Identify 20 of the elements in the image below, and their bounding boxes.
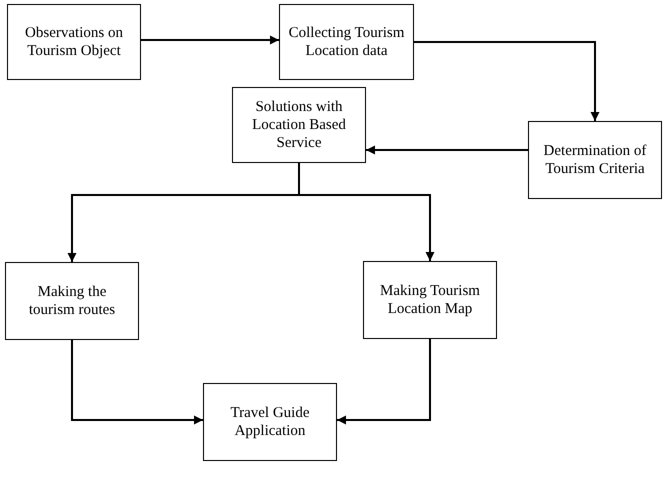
- arrow: [337, 339, 431, 424]
- process-box: [232, 87, 366, 163]
- node-label: Solutions with Location Based Service: [251, 98, 347, 152]
- process-box: [7, 4, 141, 80]
- process-box: [279, 4, 414, 80]
- arrow: [71, 340, 203, 424]
- process-box: [5, 262, 139, 340]
- arrow: [366, 146, 528, 154]
- node-label: Collecting Tourism Location data: [288, 24, 405, 60]
- node-label: Making the tourism routes: [28, 283, 116, 319]
- node-label: Travel Guide Application: [229, 404, 311, 440]
- process-box: [528, 121, 662, 199]
- arrow: [298, 163, 434, 261]
- arrow: [141, 36, 279, 44]
- process-box: [203, 383, 337, 461]
- node-label: Determination of Tourism Criteria: [542, 142, 648, 178]
- arrow: [414, 41, 600, 121]
- node-label: Observations on Tourism Object: [24, 24, 124, 60]
- node-label: Making Tourism Location Map: [379, 282, 481, 318]
- process-box: [363, 261, 497, 339]
